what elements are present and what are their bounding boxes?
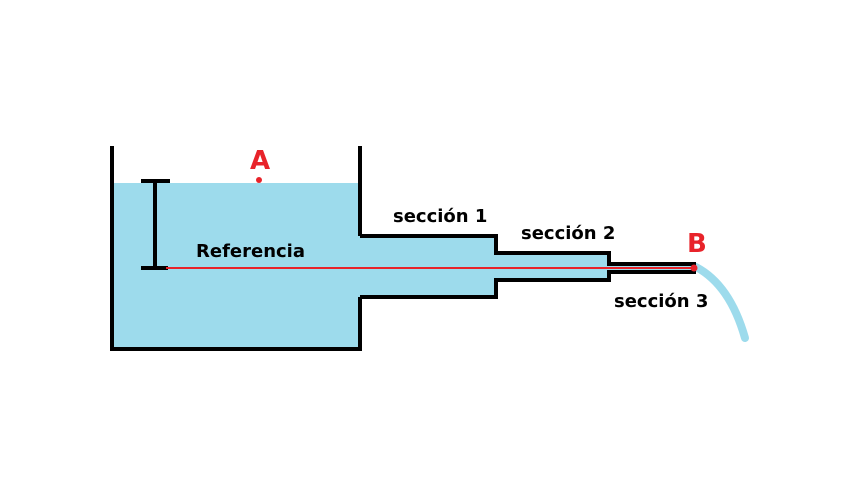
- water-body: [112, 183, 694, 349]
- point-a-label: A: [250, 146, 270, 176]
- section-2-label: sección 2: [521, 223, 615, 244]
- section-3-label: sección 3: [614, 291, 708, 312]
- height-indicator: [141, 179, 170, 270]
- water-jet: [692, 263, 749, 342]
- tank-walls: [110, 146, 362, 351]
- point-b-label: B: [687, 229, 707, 259]
- point-a-marker: [256, 177, 262, 183]
- reference-label: Referencia: [196, 241, 305, 262]
- section-1-label: sección 1: [393, 206, 487, 227]
- pipe-upper-wall: [360, 234, 694, 266]
- pipe-lower-wall: [360, 270, 694, 299]
- point-b-marker: [690, 264, 698, 272]
